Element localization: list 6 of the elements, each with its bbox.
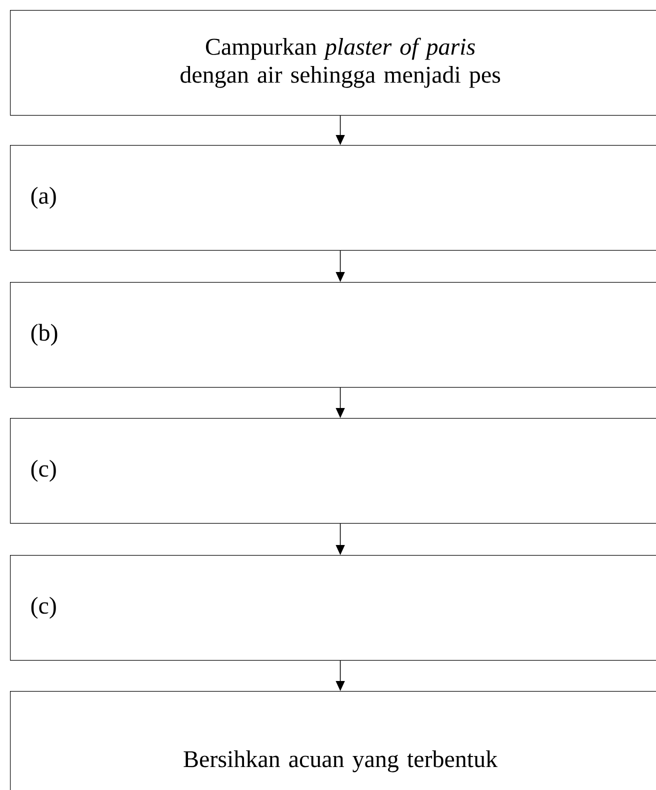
process-box: Campurkan plaster of paris dengan air sehingga menjadi pes bbox=[10, 10, 656, 116]
process-box: Bersihkan acuan yang terbentuk bbox=[10, 691, 656, 790]
step-box: (b) bbox=[10, 282, 656, 388]
step-box: (c) bbox=[10, 555, 656, 661]
step-box: (a) bbox=[10, 145, 656, 251]
step-box: (c) bbox=[10, 418, 656, 524]
